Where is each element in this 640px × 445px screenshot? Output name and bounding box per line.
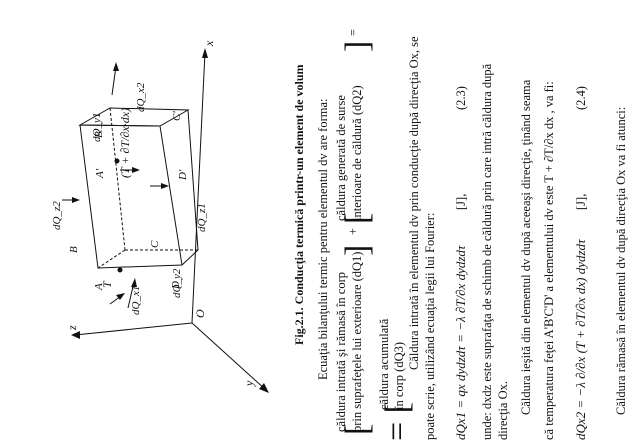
axis-label-y: y — [242, 380, 256, 387]
vertex-label-B-prime: B' — [93, 128, 105, 138]
label-dQz1: dQ_z1 — [196, 203, 208, 232]
figure-caption: Fig.2.1. Conducţia termică printr-un ele… — [292, 64, 306, 345]
bracket-3-open: = [ — [379, 402, 416, 441]
label-dQx2: dQ_x2 — [135, 82, 147, 112]
eq-2-3-number: (2.3) — [454, 86, 468, 110]
line-dydz-2: direcţia Ox. — [496, 381, 510, 440]
bracket-2-close: ] — [339, 41, 376, 52]
eq-2-4-formula: dQx2 = −λ ∂/∂x (T + ∂T/∂x dx) dydzdτ — [573, 238, 588, 440]
coordinate-axes — [71, 48, 269, 393]
eq-2-3-unit: [J], — [454, 194, 468, 210]
bracket-2-open: [ — [339, 213, 376, 224]
line-conduction-in: Căldura intrată în elementul dv prin con… — [407, 36, 421, 370]
label-dQz2: dQ_z2 — [51, 201, 63, 230]
label-T: T — [100, 280, 114, 288]
heat-flow-arrows — [62, 62, 169, 309]
line-remaining: Căldura rămasă în elementul dv după dire… — [614, 107, 628, 415]
line-fourier: poate scrie, utilizând ecuaţia legii lui… — [423, 213, 437, 440]
volume-element-cube — [78, 107, 199, 269]
label-dQy2: dQ_y2 — [171, 268, 183, 298]
heat-point-out — [114, 158, 120, 164]
origin-label: O — [193, 309, 207, 318]
line-dydz-1: unde: dxdz este suprafaţa de schimb de c… — [480, 63, 494, 440]
eq-2-4-number: (2.4) — [574, 86, 588, 110]
label-T-plus-gradient: (T + ∂T/∂x·dx) — [118, 108, 132, 178]
balance-term-2-line-2: interioare de căldură (dQ2) — [350, 85, 364, 221]
label-dQx1: dQ_x1 — [130, 286, 142, 315]
bracket-1-open: [ — [339, 424, 376, 435]
vertex-label-C-bottom: C — [149, 240, 161, 248]
vertex-label-C: C' — [171, 111, 183, 121]
equals-sign: = — [346, 29, 360, 36]
line-exit-2: că temperatura feţei A'B'C'D' a elementu… — [542, 81, 556, 440]
bracket-1-close: ] — [339, 245, 376, 256]
vertex-label-A: A — [93, 283, 105, 291]
balance-term-3-line-2: în corp (dQ3) — [392, 342, 406, 411]
axis-label-z: z — [65, 325, 79, 331]
figure-2-1: x z y O B' C' D' A' B C A D — [51, 40, 269, 393]
axis-label-x: x — [202, 40, 216, 47]
eq-2-4-unit: [J], — [574, 194, 588, 210]
equation-2-3: dQx1 = qx dydzdτ = −λ ∂T/∂x dydzdτ [J], … — [453, 86, 468, 440]
vertex-label-B: B — [68, 246, 80, 253]
balance-term-2-line-1: căldura generată de surse — [334, 95, 348, 221]
vertex-label-A-prime: A' — [94, 168, 106, 179]
balance-term-1-line-2: prin suprafeţele lui exterioare (dQ1) — [350, 252, 364, 432]
line-exit-1: Căldura ieşită din elementul dv după ace… — [519, 79, 533, 415]
line-balance-intro: Ecuaţia bilanţului termic pentru element… — [316, 99, 330, 381]
equation-2-4: dQx2 = −λ ∂/∂x (T + ∂T/∂x dx) dydzdτ [J]… — [573, 86, 588, 440]
vertex-label-D: D — [170, 281, 182, 290]
balance-term-1-line-1: căldura intrată şi rămasă în corp — [334, 272, 348, 432]
balance-equation: [ căldura intrată şi rămasă în corp prin… — [334, 29, 416, 441]
plus-sign: + — [346, 228, 360, 235]
balance-term-3-line-1: căldura acumulată — [377, 318, 391, 410]
label-dQy1: dQ_y1 — [91, 113, 103, 142]
heat-point-in — [117, 267, 123, 273]
body-text: Fig.2.1. Conducţia termică printr-un ele… — [292, 29, 628, 441]
vertex-label-D-prime: D' — [177, 169, 189, 181]
eq-2-3-formula: dQx1 = qx dydzdτ = −λ ∂T/∂x dydzdτ — [453, 244, 468, 440]
